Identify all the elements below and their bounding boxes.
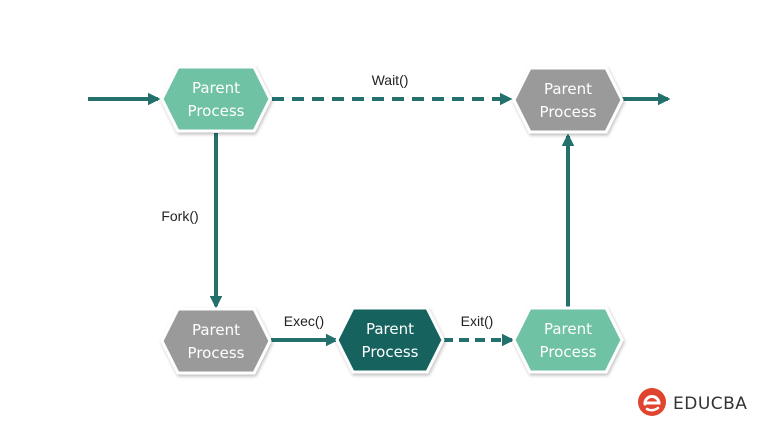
node-label-line1: Parent	[192, 321, 240, 339]
exec-label: Exec()	[284, 313, 324, 329]
node-parent-top-right: Parent Process	[512, 66, 624, 134]
node-label-line2: Process	[362, 343, 419, 361]
wait-label: Wait()	[372, 72, 409, 88]
exit-label: Exit()	[461, 313, 494, 329]
node-label-line1: Parent	[544, 320, 592, 338]
node-label-line2: Process	[188, 102, 245, 120]
node-parent-bottom-left: Parent Process	[160, 307, 272, 375]
educba-logo-text: EDUCBA	[673, 394, 747, 414]
node-shape	[335, 306, 445, 374]
node-label-line2: Process	[188, 344, 245, 362]
fork-label: Fork()	[161, 208, 198, 224]
node-shape	[160, 307, 272, 375]
node-label-line1: Parent	[366, 320, 414, 338]
educba-logo: EDUCBA	[638, 388, 747, 416]
educba-logo-icon	[638, 388, 666, 416]
node-label-line1: Parent	[192, 79, 240, 97]
node-shape	[512, 306, 624, 374]
node-parent-top-left: Parent Process	[160, 65, 272, 133]
node-shape	[160, 65, 272, 133]
node-parent-bottom-right: Parent Process	[512, 306, 624, 374]
node-label-line2: Process	[540, 343, 597, 361]
node-parent-bottom-center: Parent Process	[335, 306, 445, 374]
node-label-line2: Process	[540, 103, 597, 121]
node-label-line1: Parent	[544, 80, 592, 98]
arrows	[88, 92, 671, 347]
node-shape	[512, 66, 624, 134]
